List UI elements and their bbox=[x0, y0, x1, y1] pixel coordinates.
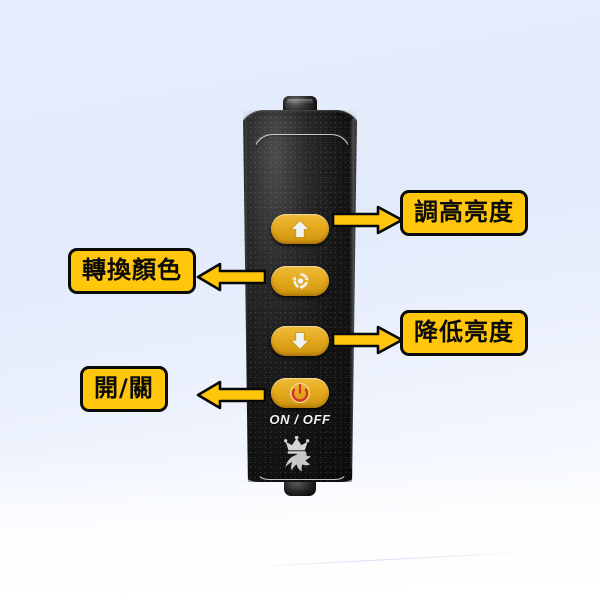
remote-body: ON / OFF bbox=[242, 110, 358, 482]
on-off-label: ON / OFF bbox=[269, 412, 331, 427]
arrow-up-icon bbox=[289, 219, 311, 239]
body-bevel-right bbox=[350, 118, 358, 470]
body-bevel-left bbox=[242, 120, 247, 468]
brightness-up-button[interactable] bbox=[271, 214, 329, 244]
led-remote-control: ON / OFF bbox=[232, 96, 368, 496]
arrow-down-icon bbox=[289, 331, 311, 351]
surface-highlight-line bbox=[240, 551, 540, 568]
color-cycle-icon bbox=[289, 270, 312, 292]
faceplate-outline bbox=[255, 134, 349, 480]
color-change-button[interactable] bbox=[271, 266, 329, 296]
brightness-down-button[interactable] bbox=[271, 326, 329, 356]
power-icon bbox=[289, 382, 311, 404]
callout-brightness-up: 調高亮度 bbox=[400, 190, 528, 236]
arrow-left-icon-color-change bbox=[196, 262, 266, 292]
callout-brightness-down: 降低亮度 bbox=[400, 310, 528, 356]
body-texture bbox=[242, 110, 358, 482]
crowned-dolphin-logo bbox=[284, 436, 311, 472]
arrow-left-icon-power bbox=[196, 380, 266, 410]
power-button[interactable] bbox=[271, 378, 329, 408]
arrow-right-icon-brightness-up bbox=[332, 205, 404, 235]
arrow-right-icon-brightness-down bbox=[332, 325, 404, 355]
callout-power: 開/關 bbox=[80, 366, 168, 412]
callout-color-change: 轉換顏色 bbox=[68, 248, 196, 294]
